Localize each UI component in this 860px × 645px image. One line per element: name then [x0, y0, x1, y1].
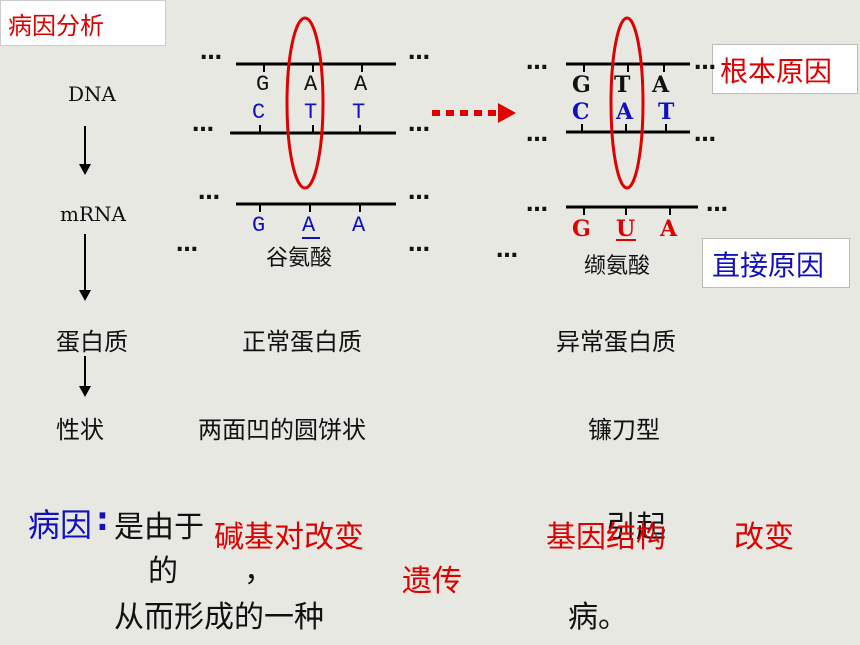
cause-comma: ， [244, 554, 274, 589]
ellipsis: … [176, 232, 198, 257]
ellipsis: … [694, 122, 716, 147]
ellipsis: … [706, 192, 728, 217]
normal-highlight-ellipse [285, 16, 325, 190]
normal-mrna-base-1: G [252, 213, 266, 238]
normal-dna-top-base-2: A [304, 72, 318, 97]
mutant-trait: 镰刀型 [588, 416, 660, 444]
cause-colon: : [96, 500, 109, 538]
normal-mrna-base-3: A [352, 213, 366, 238]
normal-dna-bottom-base-2: T [304, 100, 318, 125]
cause-text-4: 从而形成的一种 [114, 600, 324, 635]
cause-label: 病因 [28, 506, 93, 544]
normal-mrna-base-2: A [302, 213, 316, 238]
cause-blank-3: 改变 [734, 520, 794, 555]
ellipsis: … [192, 112, 214, 137]
ellipsis: … [408, 112, 430, 137]
cause-text-1: 是由于 [114, 510, 204, 545]
flow-protein: 蛋白质 [56, 328, 128, 356]
root-cause-box [712, 44, 858, 94]
arrow-mrna-protein-head [79, 290, 91, 301]
normal-protein: 正常蛋白质 [242, 328, 362, 356]
page-title: 病因分析 [8, 12, 104, 40]
cause-blank-1: 碱基对改变 [214, 520, 364, 555]
cause-blank-2: 基因结构 [546, 520, 666, 555]
arrow-dna-mrna-line [84, 126, 86, 164]
ellipsis: … [496, 238, 518, 263]
flow-dna: DNA [68, 82, 116, 106]
cause-text-3: 的 [148, 554, 178, 589]
mutant-dna-bottom-base-3: T [658, 99, 675, 125]
mutant-dna-bottom-base-2: A [616, 99, 634, 125]
mutant-protein: 异常蛋白质 [556, 328, 676, 356]
mutant-dna-bottom-base-1: C [572, 99, 590, 125]
mutant-dna-top-base-1: G [572, 72, 591, 98]
ellipsis: … [200, 40, 222, 65]
mutant-dna-top-base-3: A [652, 72, 670, 98]
ellipsis: … [408, 40, 430, 65]
title-box [0, 0, 166, 46]
root-cause-label: 根本原因 [720, 55, 833, 88]
cause-text-5: 病。 [568, 600, 628, 635]
dna-diagram [230, 16, 698, 241]
mutant-amino-acid: 缬氨酸 [584, 254, 651, 279]
flow-mrna: mRNA [60, 202, 126, 226]
cause-text-2: 引起 [606, 510, 666, 545]
ellipsis: … [198, 180, 220, 205]
ellipsis: … [694, 50, 716, 75]
mutant-mrna-base-2: U [616, 216, 636, 242]
ellipsis: … [526, 50, 548, 75]
dotted-arrow [432, 103, 516, 123]
direct-cause-label: 直接原因 [712, 249, 825, 282]
ellipsis: … [526, 192, 548, 217]
mutant-dna-top-base-2: T [614, 72, 631, 98]
normal-dna-top-base-3: A [354, 72, 368, 97]
mutant-highlight-ellipse [609, 16, 645, 190]
normal-dna-bottom-base-1: C [252, 100, 266, 125]
normal-amino-acid: 谷氨酸 [266, 246, 333, 271]
mutant-mrna-base-3: A [660, 216, 678, 242]
arrow-dna-mrna-head [79, 164, 91, 175]
mutant-mrna-base-1: G [572, 216, 591, 242]
ellipsis: … [408, 232, 430, 257]
normal-dna-bottom-base-3: T [352, 100, 366, 125]
flow-trait: 性状 [56, 416, 104, 444]
ellipsis: … [408, 180, 430, 205]
arrow-mrna-protein-line [84, 234, 86, 290]
normal-trait: 两面凹的圆饼状 [198, 416, 366, 444]
arrow-protein-trait-line [84, 356, 86, 386]
ellipsis: … [526, 122, 548, 147]
direct-cause-box [702, 238, 850, 288]
arrow-protein-trait-head [79, 386, 91, 397]
cause-blank-4: 遗传 [402, 564, 462, 599]
normal-dna-top-base-1: G [256, 72, 270, 97]
